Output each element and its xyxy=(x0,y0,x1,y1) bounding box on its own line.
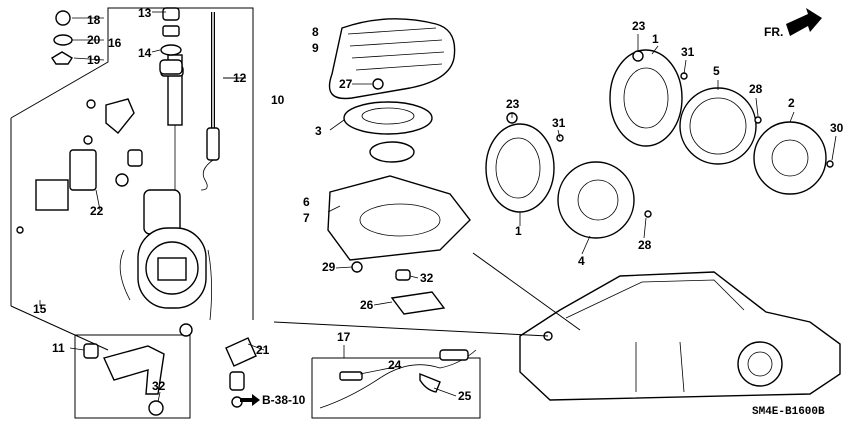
antenna-bracket xyxy=(83,343,165,416)
callout-16: 16 xyxy=(108,36,122,50)
callout-14: 14 xyxy=(138,46,152,60)
callout-21: 21 xyxy=(256,343,270,357)
callout-25: 25 xyxy=(458,389,472,403)
callout-4: 4 xyxy=(578,254,585,268)
callout-22: 22 xyxy=(90,204,104,218)
callout-31-left: 31 xyxy=(552,116,566,130)
callout-28-bottom: 28 xyxy=(638,238,652,252)
callout-26: 26 xyxy=(360,298,374,312)
callout-6: 6 xyxy=(303,195,310,209)
callout-8: 8 xyxy=(312,25,319,39)
callout-2: 2 xyxy=(788,96,795,110)
callout-32-center: 32 xyxy=(420,271,434,285)
callout-labels: 1 1 2 3 4 5 6 7 8 9 10 11 12 13 14 15 16… xyxy=(33,6,844,403)
callout-31-right: 31 xyxy=(681,45,695,59)
callout-23-right: 23 xyxy=(632,19,646,33)
drawing-code: SM4E-B1600B xyxy=(752,406,825,418)
reference-label: B-38-10 xyxy=(262,393,306,407)
callout-9: 9 xyxy=(312,41,319,55)
callout-5: 5 xyxy=(713,64,720,78)
callout-17: 17 xyxy=(337,330,351,344)
front-direction-arrow xyxy=(786,8,822,36)
door-speaker-right xyxy=(609,49,834,195)
callout-12: 12 xyxy=(233,71,247,85)
car-outline xyxy=(273,252,841,401)
antenna-frame xyxy=(10,7,254,419)
callout-23-left: 23 xyxy=(506,97,520,111)
callout-18: 18 xyxy=(87,13,101,27)
antenna-small-parts xyxy=(16,7,182,234)
callout-10: 10 xyxy=(271,93,285,107)
callout-3: 3 xyxy=(315,124,322,138)
callout-1-top: 1 xyxy=(652,32,659,46)
reference-arrow xyxy=(240,394,260,406)
callout-13: 13 xyxy=(138,6,152,20)
front-label: FR. xyxy=(764,25,783,39)
callout-27: 27 xyxy=(339,77,353,91)
antenna-cable-parts xyxy=(225,337,481,419)
callout-1-bottom: 1 xyxy=(515,224,522,238)
callout-28-top: 28 xyxy=(749,82,763,96)
callout-30: 30 xyxy=(830,121,844,135)
callout-11: 11 xyxy=(52,341,65,355)
antenna-mast xyxy=(200,12,246,191)
callout-19: 19 xyxy=(87,53,101,67)
antenna-motor-assembly xyxy=(119,54,212,337)
door-speaker-left xyxy=(485,112,652,239)
callout-15: 15 xyxy=(33,302,47,316)
callout-29: 29 xyxy=(322,260,336,274)
callout-32-bracket: 32 xyxy=(152,379,166,393)
rear-speaker-stack xyxy=(327,18,471,315)
callout-7: 7 xyxy=(303,211,310,225)
leader-lines xyxy=(39,11,837,403)
callout-24: 24 xyxy=(388,358,402,372)
